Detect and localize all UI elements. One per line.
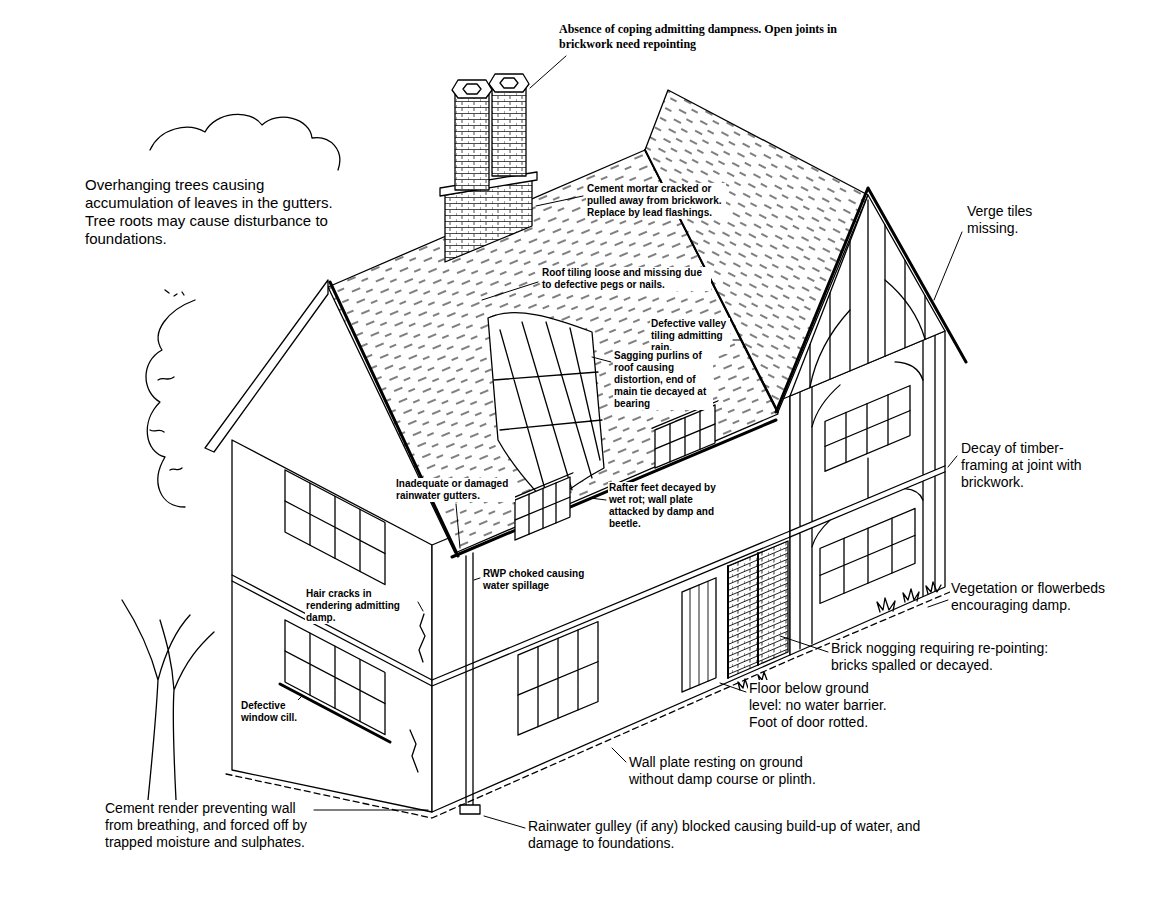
timber-framed-gable [825, 386, 910, 472]
brick-nogging [728, 541, 788, 678]
chimney [500, 78, 518, 88]
callout-note: Floor below ground level: no water barri… [748, 680, 888, 730]
door [682, 578, 716, 692]
tree [122, 600, 214, 800]
tree [150, 377, 182, 470]
brick-nogging [728, 553, 758, 678]
left-gable-wall [410, 614, 425, 772]
window [285, 470, 385, 585]
door [682, 578, 716, 692]
main-roof [328, 150, 778, 553]
wing-gable [790, 195, 945, 396]
downpipe [460, 553, 480, 814]
leader-line [928, 600, 948, 607]
wing-gable [776, 188, 966, 412]
callout-note: Defective window cill. [240, 700, 302, 724]
dormer-window [652, 401, 718, 469]
callout-note: Hair cracks in rendering admitting damp. [305, 588, 417, 624]
callout-note: Sagging purlins of roof causing distorti… [613, 350, 713, 410]
leader-line [948, 456, 957, 467]
leader-line [474, 578, 480, 580]
leader-line [612, 748, 626, 762]
window [285, 470, 385, 585]
leader-line [314, 810, 428, 811]
chimney [452, 80, 492, 98]
wing-gable [776, 188, 966, 412]
ground-line [226, 582, 950, 818]
chimney [489, 74, 529, 92]
leader-line [530, 56, 566, 88]
downpipe [460, 805, 480, 814]
timber-framed-gable [820, 508, 915, 603]
front-wall [432, 531, 790, 686]
tree [150, 114, 340, 170]
callout-note: RWP choked causing water spillage [482, 568, 597, 592]
leader-line [536, 196, 583, 206]
callout-note: Cement render preventing wall from breat… [104, 800, 309, 850]
timber-framed-gable [820, 508, 915, 603]
exposed-rafters [488, 313, 604, 505]
leader-line [590, 498, 606, 500]
exposed-rafters [488, 313, 604, 505]
leader-line [482, 282, 538, 300]
window [518, 622, 598, 735]
callout-note: Decay of timber-framing at joint with br… [960, 440, 1085, 490]
timber-framed-gable [825, 386, 910, 472]
callout-note: Absence of coping admitting dampness. Op… [558, 22, 848, 52]
callout-note: Cement mortar cracked or pulled away fro… [586, 183, 726, 219]
callout-note: Vegetation or flowerbeds encouraging dam… [950, 580, 1150, 614]
callout-note: Rainwater gulley (if any) blocked causin… [527, 818, 927, 852]
callout-note: Rafter feet decayed by wet rot; wall pla… [608, 482, 723, 530]
chimney [455, 90, 489, 190]
brick-nogging [728, 541, 788, 678]
wing-gable [810, 280, 925, 387]
exposed-rafters [494, 322, 602, 500]
leader-line [296, 56, 962, 828]
window [518, 622, 598, 735]
chimney [463, 84, 481, 94]
chimney [492, 84, 526, 176]
leader-line [592, 357, 611, 362]
downpipe [466, 553, 473, 805]
door [682, 578, 716, 692]
dormer-window [652, 401, 718, 469]
dormer-window [512, 473, 573, 541]
callout-note: Verge tiles missing. [966, 203, 1056, 237]
tree [146, 300, 195, 507]
callout-note: Wall plate resting on ground without dam… [628, 754, 843, 788]
leader-line [720, 683, 746, 692]
ground-line [877, 582, 941, 612]
leader-line [733, 340, 740, 341]
callout-note: Brick nogging requiring re-pointing: bri… [830, 640, 1080, 674]
ground-line [226, 592, 950, 818]
window [285, 470, 385, 585]
chimney [440, 74, 537, 262]
callout-note: Overhanging trees causing accumulation o… [84, 176, 349, 248]
main-roof [205, 280, 328, 452]
leader-line [456, 504, 460, 548]
callout-note: Defective valley tiling admitting rain. [650, 318, 730, 354]
dormer-window [512, 473, 573, 541]
leader-line [484, 816, 525, 828]
leader-line [934, 232, 962, 300]
leader-line [418, 602, 423, 611]
door [690, 581, 708, 688]
wing-gable [810, 200, 925, 388]
leader-line [780, 636, 828, 652]
main-roof [330, 282, 458, 556]
tree [165, 290, 184, 296]
window [518, 622, 598, 735]
callout-note: Roof tiling loose and missing due to def… [541, 267, 711, 291]
house-illustration [122, 56, 966, 828]
callout-note: Inadequate or damaged rainwater gutters. [395, 478, 515, 502]
